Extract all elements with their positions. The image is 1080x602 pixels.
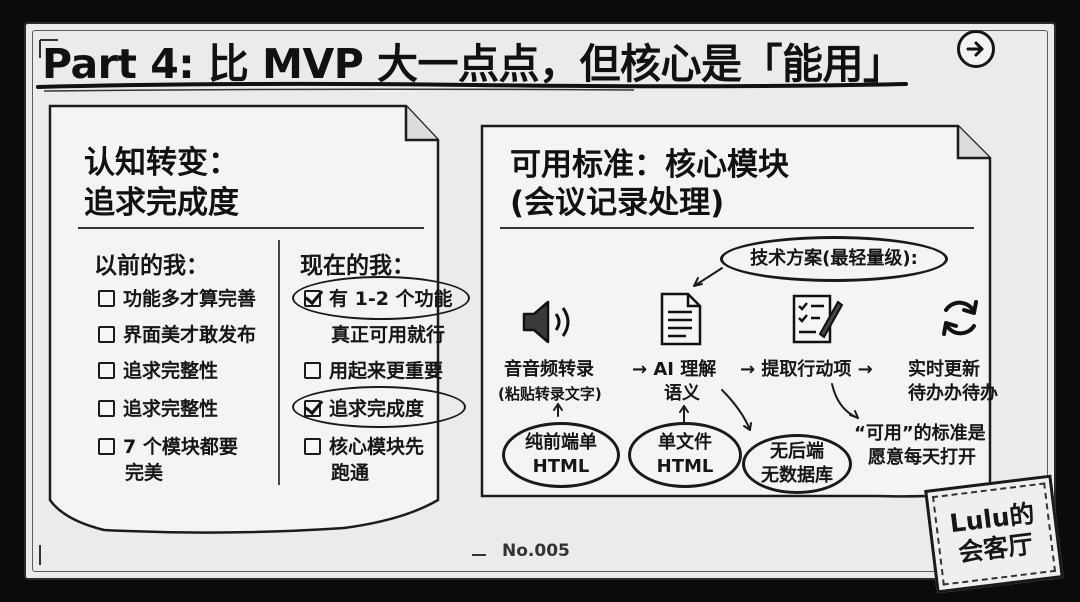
cognition-title-line2: 追求完成度	[84, 185, 239, 221]
before-item: 界面美才敢发布	[98, 322, 256, 348]
flow-step-transcribe: 音音频转录	[504, 359, 594, 380]
flow-step-ai-line2: 语义	[664, 383, 700, 404]
checkbox[interactable]	[304, 438, 321, 455]
tech-label-oval: 技术方案(最轻量级):	[720, 236, 948, 282]
title-divider	[500, 227, 974, 229]
checkbox[interactable]	[98, 326, 115, 343]
slide-number: No.005	[502, 541, 570, 561]
checkbox[interactable]	[304, 362, 321, 379]
highlight-ellipse	[292, 386, 466, 428]
oval-text: HTML	[532, 456, 590, 477]
after-item: 追求完成度	[304, 396, 424, 422]
after-heading: 现在的我：	[300, 253, 415, 279]
standard-title-line2: (会议记录处理)	[510, 185, 725, 221]
title-underline	[36, 81, 908, 92]
after-item: 用起来更重要	[304, 358, 443, 384]
slide-title: Part 4: 比 MVP 大一点点，但核心是「能用」	[42, 40, 904, 88]
standard-panel: 可用标准：核心模块 (会议记录处理) 技术方案(最轻量级): 音音频转录 (粘贴…	[458, 100, 998, 500]
standard-title-line1: 可用标准：核心模块	[510, 147, 789, 183]
flow-step-update-line2: 待办办待办	[908, 383, 998, 404]
refresh-icon	[942, 300, 978, 336]
usable-standard-line2: 愿意每天打开	[868, 447, 976, 468]
cognition-title-line1: 认知转变：	[84, 145, 239, 181]
oval-text: 无数据库	[761, 465, 833, 486]
arrow-right-icon	[966, 41, 984, 57]
flow-step-ai: → AI 理解	[632, 359, 717, 380]
checkbox[interactable]	[98, 438, 115, 455]
highlight-ellipse	[292, 276, 470, 320]
flow-step-extract: → 提取行动项 →	[740, 359, 873, 380]
oval-text: 无后端	[770, 441, 824, 462]
usable-standard-line1: “可用”的标准是	[854, 423, 986, 444]
speaker-icon	[522, 300, 570, 344]
before-item: 追求完整性	[98, 358, 218, 384]
before-item-continued: 完美	[125, 462, 164, 484]
oval-text: HTML	[656, 456, 714, 477]
flow-step-update: 实时更新	[908, 359, 980, 380]
after-item-continued: 真正可用就行	[331, 324, 446, 346]
oval-text: 单文件	[658, 432, 712, 453]
cognition-panel: 认知转变： 追求完成度 以前的我： 功能多才算完善 界面美才敢发布 追求完整性 …	[44, 100, 470, 538]
checkbox-checked[interactable]	[304, 290, 321, 307]
document-icon	[660, 292, 702, 346]
oval-text: 纯前端单	[525, 432, 597, 453]
checkbox[interactable]	[98, 362, 115, 379]
tech-oval-frontend: 纯前端单 HTML	[502, 422, 620, 488]
checklist-icon	[792, 294, 844, 344]
after-item: 核心模块先	[304, 434, 424, 460]
before-heading: 以前的我：	[94, 253, 209, 279]
checkbox[interactable]	[98, 290, 115, 307]
tech-oval-single-file: 单文件 HTML	[628, 422, 742, 488]
checkbox[interactable]	[98, 400, 115, 417]
brand-stamp: Lulu的 会客厅	[924, 474, 1064, 594]
checkbox-checked[interactable]	[304, 400, 321, 417]
after-item-continued: 跑通	[331, 462, 370, 484]
column-divider	[278, 240, 280, 485]
before-item: 功能多才算完善	[98, 286, 256, 312]
tech-label: 技术方案(最轻量级):	[750, 248, 918, 269]
before-item: 7 个模块都要	[98, 434, 238, 460]
tech-oval-no-backend: 无后端 无数据库	[742, 434, 852, 494]
flow-step-transcribe-note: (粘贴转录文字)	[498, 385, 602, 403]
after-item: 有 1-2 个功能	[304, 286, 453, 312]
title-divider	[78, 227, 424, 229]
before-item: 追求完整性	[98, 396, 218, 422]
next-arrow-button[interactable]	[957, 30, 995, 68]
panel-frame	[480, 124, 992, 498]
